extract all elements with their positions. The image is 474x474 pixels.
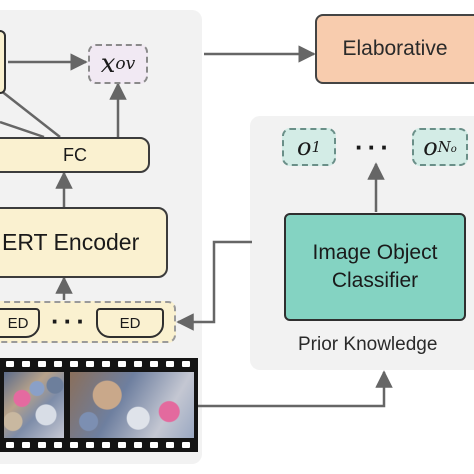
ed-left-label: ED [7, 314, 29, 332]
fc-label: FC [63, 144, 87, 165]
classifier-label-line2: Classifier [331, 269, 419, 292]
arrow-film-to-classifier [198, 370, 393, 408]
x-ov-subscript: ov [115, 54, 136, 74]
x-ov-symbol: x [100, 49, 116, 79]
bert-encoder-label: ERT Encoder [2, 229, 140, 255]
cropped-input-block [0, 30, 6, 94]
prior-knowledge-caption: Prior Knowledge [298, 334, 438, 355]
elaborative-box: Elaborative [315, 14, 474, 84]
fc-layer: FC [0, 137, 150, 173]
video-film-strip [0, 358, 198, 452]
elaborative-label: Elaborative [342, 37, 448, 60]
ed-ellipsis: ··· [51, 305, 89, 336]
arrow-classifier-to-ed [176, 240, 252, 331]
ed-right-label: ED [119, 314, 141, 332]
line-left-block-to-fc [0, 89, 61, 138]
line-left-to-fc [0, 120, 45, 139]
video-frame-1 [4, 372, 64, 438]
object-ellipsis: ··· [355, 131, 393, 162]
ed-token-right: ED [96, 308, 164, 338]
video-frame-2 [70, 372, 194, 438]
classifier-label-line1: Image Object [312, 241, 438, 264]
ed-token-left: ED [0, 308, 40, 338]
bert-encoder: ERT Encoder [0, 207, 168, 278]
image-object-classifier: Image Object Classifier [284, 213, 466, 321]
